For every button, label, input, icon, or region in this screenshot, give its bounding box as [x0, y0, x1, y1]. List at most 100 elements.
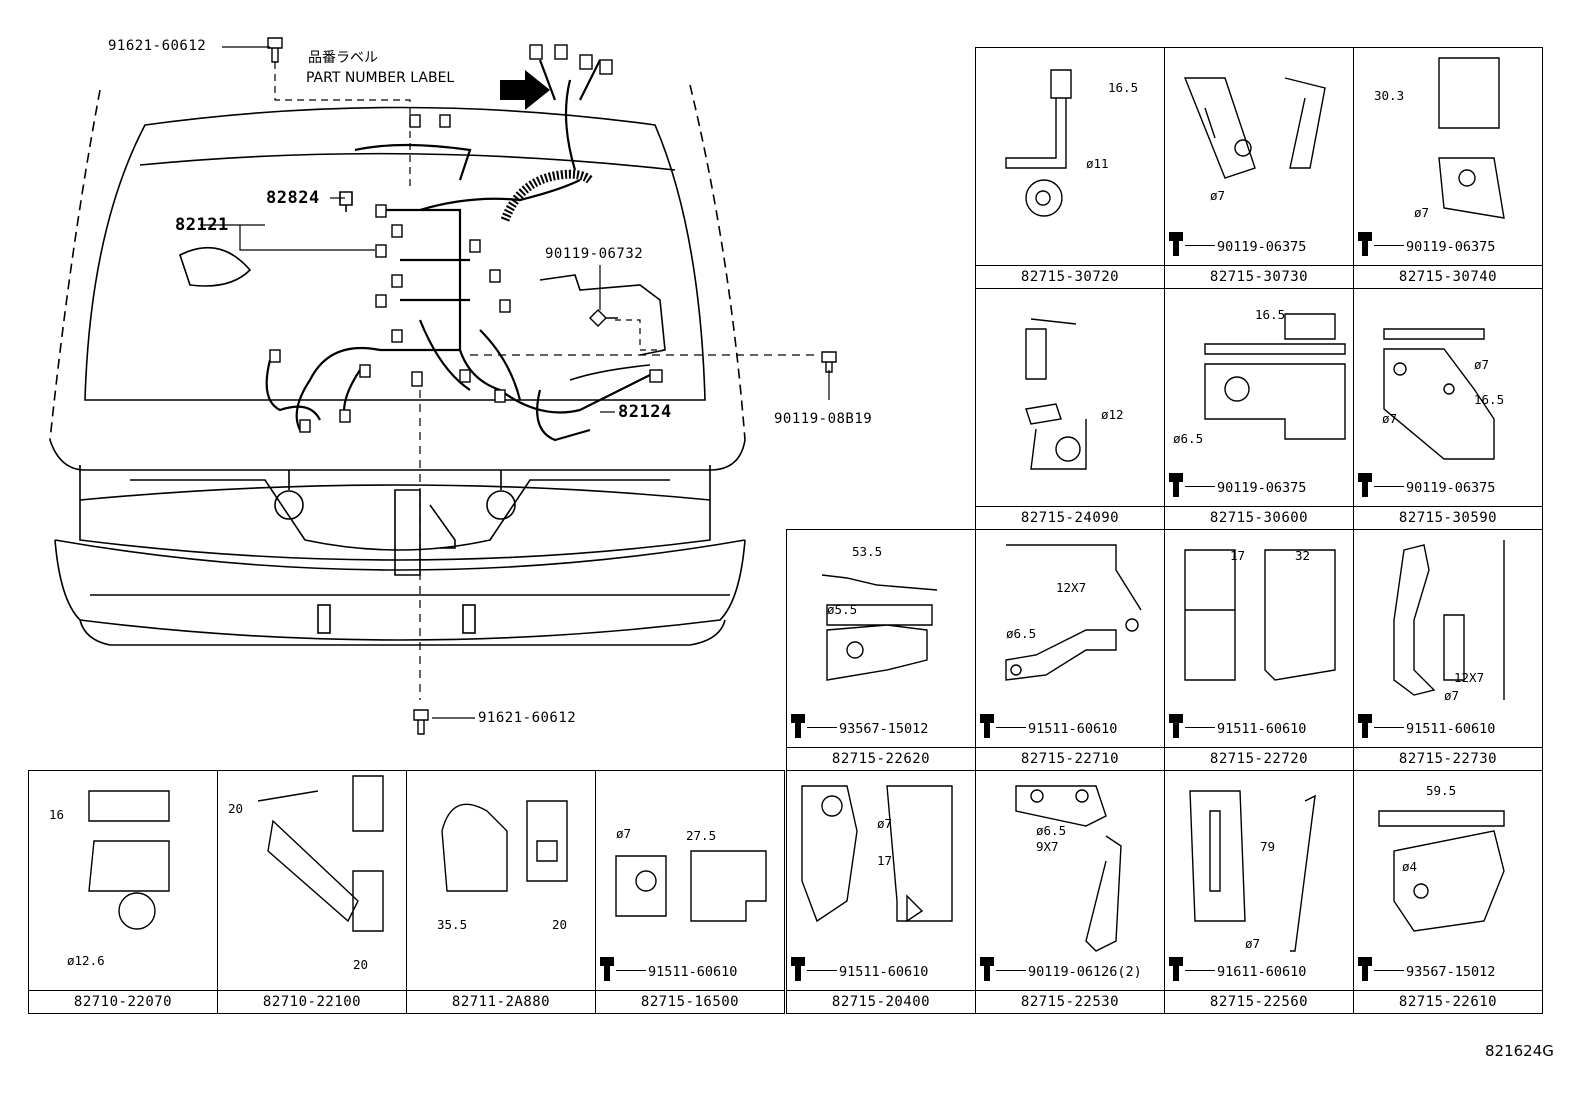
- part-cell: ø7 90119-06375 82715-30730: [1164, 47, 1354, 289]
- leader-line: [1185, 486, 1215, 487]
- part-sketch: [821, 574, 938, 681]
- bolt-icon: [1358, 714, 1372, 738]
- part-sketch: [1438, 57, 1505, 219]
- dimension-label: ø7: [1210, 188, 1226, 203]
- dimension-label: 17: [877, 853, 893, 868]
- dimension-label: ø7: [877, 816, 893, 831]
- bolt-part-number: 93567-15012: [1406, 964, 1496, 980]
- part-sketch: [1204, 313, 1346, 440]
- bolt-icon: [980, 714, 994, 738]
- bolt-icon: [980, 957, 994, 981]
- leader-line: [1374, 486, 1404, 487]
- part-sketch: [1393, 540, 1505, 700]
- part-number-caption: 82715-22530: [976, 990, 1164, 1013]
- bolt-label-top: 91621-60612: [108, 38, 207, 54]
- part-sketch: [1383, 328, 1495, 460]
- leader-line: [1374, 970, 1404, 971]
- dimension-label: 35.5: [437, 917, 468, 932]
- part-sketch: [257, 775, 384, 932]
- bolt-icon: [791, 714, 805, 738]
- bolt-part-number: 91511-60610: [839, 964, 929, 980]
- bolt-part-number: 91511-60610: [1028, 721, 1118, 737]
- bolt-part-number: 91511-60610: [1217, 721, 1307, 737]
- part-number-caption: 82715-20400: [787, 990, 975, 1013]
- leader-line: [1374, 245, 1404, 246]
- dimension-label: ø5.5: [827, 602, 858, 617]
- part-number-caption: 82715-30600: [1165, 506, 1353, 529]
- part-number-caption: 82715-22560: [1165, 990, 1353, 1013]
- leader-line: [807, 727, 837, 728]
- part-sketch: [801, 785, 953, 923]
- part-number-caption: 82715-22710: [976, 747, 1164, 770]
- dimension-label: 20: [353, 957, 369, 972]
- part-cell: ø7 ø7 16.5 90119-06375 82715-30590: [1353, 288, 1543, 530]
- part-number-caption: 82715-30590: [1354, 506, 1542, 529]
- part-cell: ø7 17 91511-60610 82715-20400: [786, 770, 976, 1014]
- leader-line: [1185, 970, 1215, 971]
- dimension-label: 12X7: [1056, 580, 1087, 595]
- part-number-caption: 82715-22610: [1354, 990, 1542, 1013]
- dimension-label: 9X7: [1036, 839, 1059, 854]
- label-90119-08B19: 90119-08B19: [774, 411, 873, 427]
- dimension-label: ø7: [1444, 688, 1460, 703]
- dimension-label: 32: [1295, 548, 1311, 563]
- dimension-label: 59.5: [1426, 783, 1457, 798]
- dimension-label: 16.5: [1474, 392, 1505, 407]
- part-sketch: [88, 790, 170, 930]
- dimension-label: 30.3: [1374, 88, 1405, 103]
- dimension-label: ø7: [1382, 411, 1398, 426]
- part-sketch: [1378, 810, 1505, 932]
- part-number-caption: 82715-24090: [976, 506, 1164, 529]
- bolt-icon: [1169, 473, 1183, 497]
- dimension-label: 16.5: [1255, 307, 1286, 322]
- dimension-label: ø4: [1402, 859, 1418, 874]
- part-number-caption: 82715-22720: [1165, 747, 1353, 770]
- leader-line: [616, 970, 646, 971]
- part-sketch: [1015, 785, 1122, 952]
- part-number-caption: 82715-16500: [596, 990, 784, 1013]
- part-sketch: [441, 800, 568, 892]
- leader-line: [1185, 727, 1215, 728]
- dimension-label: ø6.5: [1006, 626, 1037, 641]
- bolt-part-number: 93567-15012: [839, 721, 929, 737]
- bolt-icon: [1169, 232, 1183, 256]
- dimension-label: ø11: [1086, 156, 1109, 171]
- bolt-part-number: 90119-06375: [1217, 480, 1307, 496]
- part-number-caption: 82715-22620: [787, 747, 975, 770]
- bolt-icon: [1358, 473, 1372, 497]
- bolt-icon: [600, 957, 614, 981]
- bolt-icon: [1358, 957, 1372, 981]
- part-sketch: [1005, 544, 1142, 681]
- part-number-caption: 82715-30720: [976, 265, 1164, 288]
- part-number-caption: 82715-30730: [1165, 265, 1353, 288]
- dimension-label: ø7: [1414, 205, 1430, 220]
- part-number-label-jp: 品番ラベル: [308, 50, 378, 66]
- leader-line: [1374, 727, 1404, 728]
- dimension-label: 20: [552, 917, 568, 932]
- leader-line: [1185, 245, 1215, 246]
- bolt-part-number: 90119-06375: [1217, 239, 1307, 255]
- bolt-part-number: 91611-60610: [1217, 964, 1307, 980]
- label-82124: 82124: [618, 402, 672, 422]
- label-82121: 82121: [175, 215, 229, 235]
- part-number-caption: 82710-22070: [29, 990, 217, 1013]
- bolt-part-number: 90119-06375: [1406, 480, 1496, 496]
- dimension-label: ø7: [1474, 357, 1490, 372]
- part-cell: 12X7 ø6.5 91511-60610 82715-22710: [975, 529, 1165, 771]
- part-sketch: [615, 850, 767, 922]
- dimension-label: 53.5: [852, 544, 883, 559]
- part-sketch: [1184, 549, 1336, 681]
- figure-code: 821624G: [1485, 1042, 1554, 1060]
- dimension-label: ø12: [1101, 407, 1124, 422]
- bolt-part-number: 90119-06375: [1406, 239, 1496, 255]
- part-sketch: [1183, 77, 1326, 179]
- bolt-part-number: 91511-60610: [1406, 721, 1496, 737]
- dimension-label: 16: [49, 807, 65, 822]
- part-sketch: [1189, 790, 1316, 952]
- dimension-label: 79: [1260, 839, 1276, 854]
